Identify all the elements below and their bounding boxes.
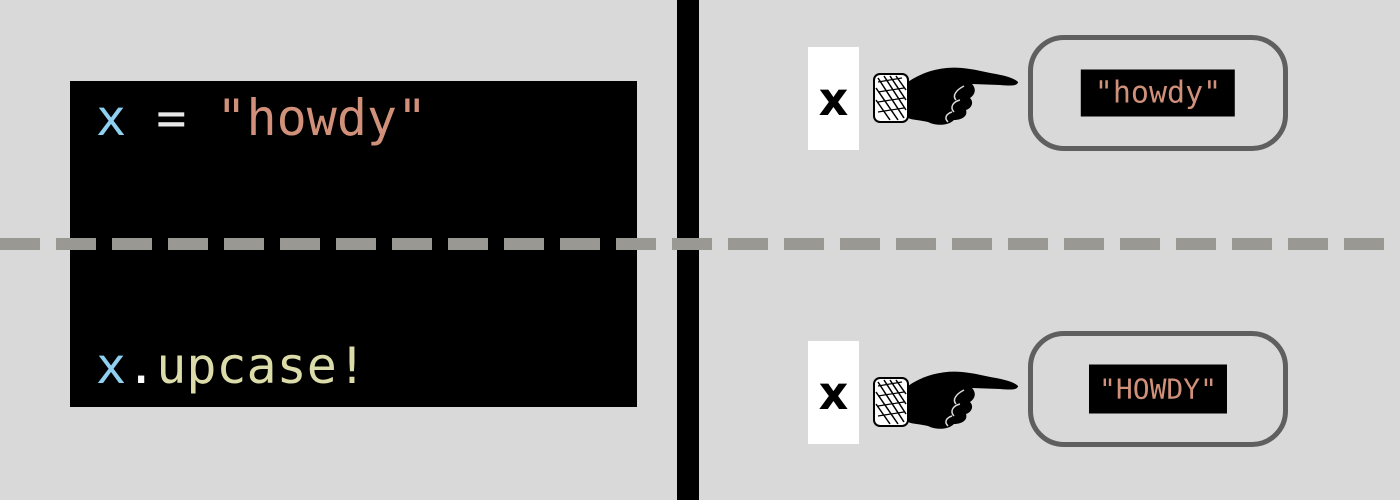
string-object-value: "howdy" (1080, 69, 1236, 117)
code-string: "howdy" (216, 89, 428, 147)
state-after-panel: x "HOWDY" (700, 250, 1400, 500)
variable-label: x (808, 47, 859, 150)
object-bubble: "HOWDY" (1028, 331, 1288, 447)
horizontal-dashed-divider (0, 238, 1400, 250)
code-variable: x (96, 89, 127, 147)
code-line-method-call: x.upcase! (96, 341, 367, 391)
code-variable: x (96, 337, 127, 395)
object-bubble: "howdy" (1028, 35, 1288, 151)
pointing-hand-icon (873, 371, 1018, 429)
code-method: upcase! (156, 337, 367, 395)
code-line-assignment: x = "howdy" (96, 93, 427, 143)
code-operator: = (126, 89, 217, 147)
string-object-value: "HOWDY" (1088, 364, 1228, 414)
code-dot: . (126, 337, 157, 395)
pointing-hand-icon (873, 67, 1018, 125)
variable-label: x (808, 341, 859, 444)
state-before-panel: x "howdy" (700, 0, 1400, 250)
